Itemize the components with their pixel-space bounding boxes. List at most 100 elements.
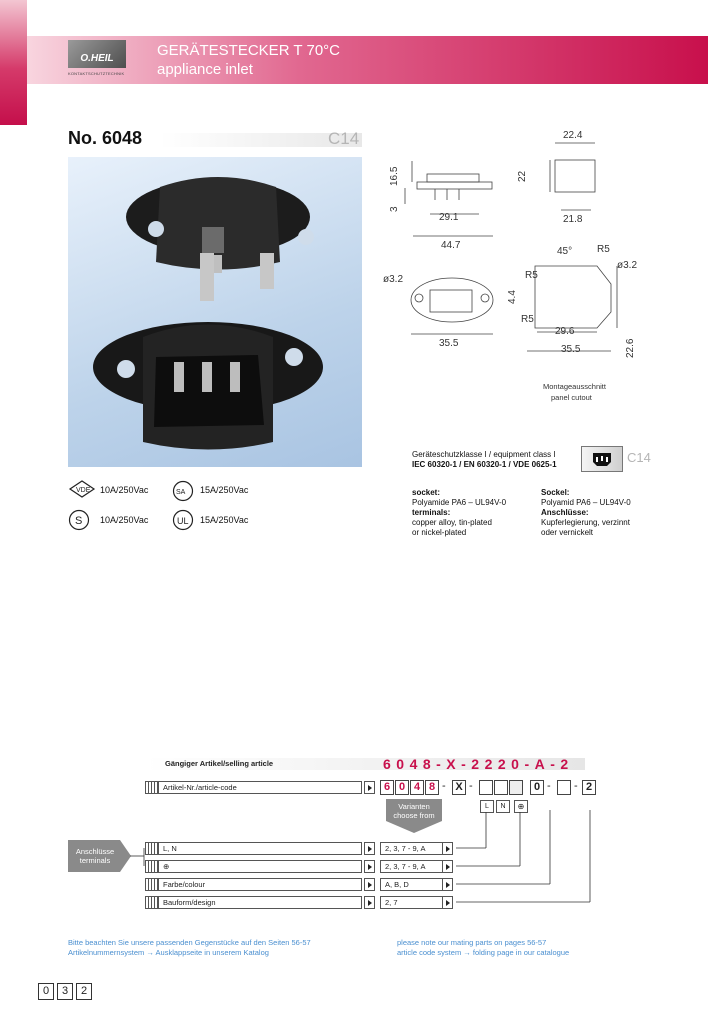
page-number-digit-1: 0: [38, 983, 54, 1000]
code-cell-6: [479, 780, 493, 795]
row-design: Bauform/design: [145, 896, 362, 909]
code-cell-5: X: [452, 780, 466, 795]
dim-total-width: 44.7: [441, 240, 461, 251]
product-number: No. 6048: [68, 128, 143, 148]
dim-cutout-height: 22.6: [625, 338, 636, 358]
page-number-digit-3: 2: [76, 983, 92, 1000]
row-earth-end-arrow: [442, 860, 453, 873]
dim-radius-left: R5: [525, 270, 538, 281]
article-code-label: Artikel-Nr./article-code: [163, 783, 237, 792]
logo-text: O.HEIL: [80, 53, 114, 64]
logo-box: [68, 40, 126, 68]
terminals-heading-de: Anschlüsse:: [541, 508, 589, 517]
svg-text:SA: SA: [176, 489, 186, 496]
cert-csa-rating: 15A/250Vac: [200, 485, 249, 495]
code-cell-8: [509, 780, 523, 795]
product-code: C14: [328, 129, 360, 148]
row-earth-arrow: [364, 860, 375, 873]
terminals-material-en: copper alloy, tin-plated: [412, 518, 492, 527]
dim-radius-top: R5: [597, 244, 610, 255]
equipment-standards: IEC 60320-1 / EN 60320-1 / VDE 0625-1: [412, 460, 557, 469]
dim-height-side: 22: [517, 170, 528, 182]
socket-material-en: Polyamide PA6 – UL94V-0: [412, 498, 507, 507]
svg-text:VDE: VDE: [76, 487, 91, 494]
logo-subtext: KONTAKTSCHUTZTECHNIK: [68, 71, 125, 76]
dim-flange: 3: [389, 206, 400, 212]
appliance-inlet-illustration: [93, 177, 323, 450]
dim-depth: 21.8: [563, 214, 583, 225]
row-earth-label: ⊕: [163, 862, 170, 871]
side-accent-band: [0, 0, 27, 125]
row-design-arrow: [364, 896, 375, 909]
dim-pin-span: 29.1: [439, 212, 459, 223]
socket-heading-de: Sockel:: [541, 488, 570, 497]
row-earth-values: 2, 3, 7 - 9, A: [380, 860, 446, 873]
code-separator: -: [469, 780, 473, 792]
row-l-n: L, N: [145, 842, 362, 855]
selling-article-code: 6048-X-2220-A-2: [383, 756, 574, 772]
ul-mark-icon: UL: [172, 509, 194, 531]
row-colour: Farbe/colour: [145, 878, 362, 891]
terminals-label: Anschlüsse terminals: [75, 847, 115, 865]
svg-text:UL: UL: [177, 516, 189, 526]
code-cell-4: 8: [425, 780, 439, 795]
note-german-line1: Bitte beachten Sie unsere passenden Gege…: [68, 938, 311, 947]
dim-hole-right: ø3.2: [617, 260, 637, 271]
csa-mark-icon: SA: [172, 480, 194, 502]
selling-article-bar: [145, 758, 585, 770]
note-german-line2: Artikelnummernsystem → Ausklappseite in …: [68, 948, 269, 957]
row-design-label: Bauform/design: [163, 898, 216, 907]
equipment-class: Geräteschutzklasse I / equipment class I: [412, 450, 556, 459]
code-separator: -: [547, 780, 551, 792]
semko-s-mark-icon: S: [68, 509, 90, 531]
code-cell-3: 4: [410, 780, 424, 795]
article-code-arrow: [364, 781, 375, 794]
row-colour-arrow: [364, 878, 375, 891]
code-cell-11: 2: [582, 780, 596, 795]
note-german: Bitte beachten Sie unsere passenden Gege…: [68, 938, 311, 958]
cert-semko-rating: 10A/250Vac: [100, 515, 149, 525]
row-l-n-values: 2, 3, 7 - 9, A: [380, 842, 446, 855]
row-l-n-end-arrow: [442, 842, 453, 855]
socket-heading-en: socket:: [412, 488, 441, 497]
product-photo: [68, 157, 362, 467]
variants-arrow: Varianten choose from: [384, 799, 444, 835]
note-english-line1: please note our mating parts on pages 56…: [397, 938, 547, 947]
c14-plug-icon: [593, 453, 611, 466]
code-separator: -: [442, 780, 446, 792]
article-code-row: Artikel-Nr./article-code: [145, 781, 362, 794]
dim-hole-left: ø3.2: [383, 274, 403, 285]
c14-label: C14: [627, 450, 651, 465]
connector-lines: [130, 810, 591, 903]
sub-cell-earth: ⊕: [514, 800, 528, 813]
terminals-plating-de: oder vernickelt: [541, 528, 594, 537]
row-l-n-arrow: [364, 842, 375, 855]
row-colour-end-arrow: [442, 878, 453, 891]
title-english: appliance inlet: [157, 61, 253, 78]
code-cell-2: 0: [395, 780, 409, 795]
note-english: please note our mating parts on pages 56…: [397, 938, 569, 958]
cert-vde-rating: 10A/250Vac: [100, 485, 149, 495]
terminals-heading-en: terminals:: [412, 508, 451, 517]
company-logo: O.HEIL KONTAKTSCHUTZTECHNIK: [68, 40, 128, 80]
product-bar: [160, 133, 362, 147]
variants-label: Varianten choose from: [393, 802, 435, 820]
dim-offset: 4.4: [507, 290, 518, 304]
materials-german: Sockel: Polyamid PA6 – UL94V-0 Anschlüss…: [541, 488, 631, 538]
panel-cutout-de: Montageausschnitt: [543, 382, 607, 391]
code-separator: -: [574, 780, 578, 792]
vde-mark-icon: VDE: [68, 480, 96, 498]
dim-cutout-inner: 29.6: [555, 326, 575, 337]
row-design-end-arrow: [442, 896, 453, 909]
sub-cell-l: L: [480, 800, 494, 813]
code-cell-7: [494, 780, 508, 795]
dim-radius-bottom: R5: [521, 314, 534, 325]
selling-article-label: Gängiger Artikel/selling article: [165, 759, 274, 768]
row-design-values: 2, 7: [380, 896, 446, 909]
row-l-n-label: L, N: [163, 844, 177, 853]
sub-cell-n: N: [496, 800, 510, 813]
cert-ul-rating: 15A/250Vac: [200, 515, 249, 525]
row-earth: ⊕: [145, 860, 362, 873]
code-cell-9: 0: [530, 780, 544, 795]
terminals-plating-en: or nickel-plated: [412, 528, 467, 537]
